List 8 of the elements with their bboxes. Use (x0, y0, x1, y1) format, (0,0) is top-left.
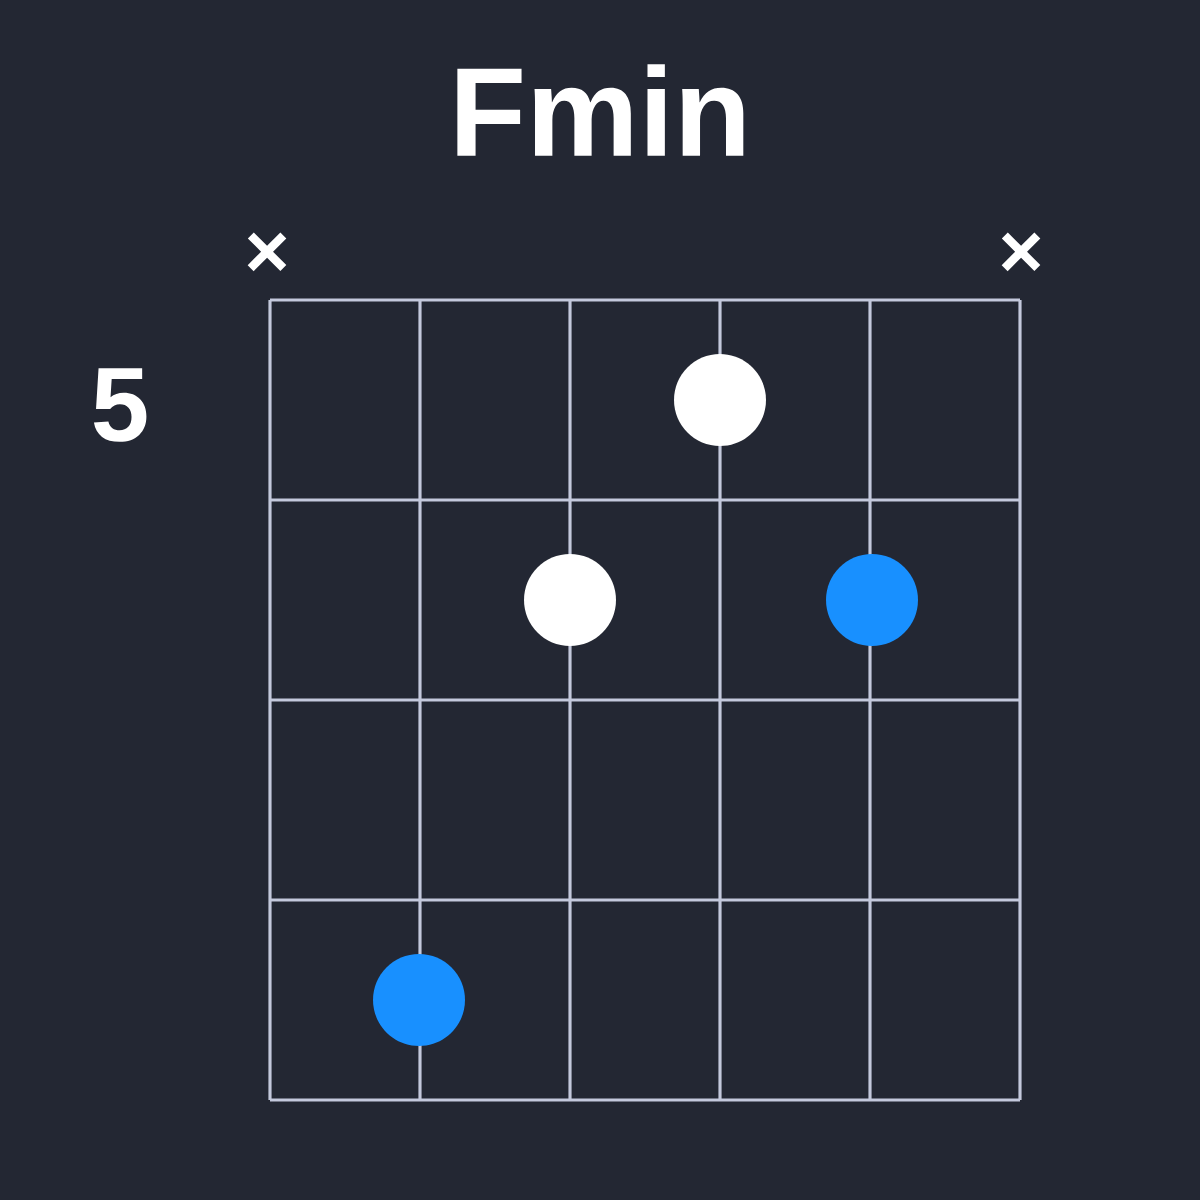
finger-dot (373, 954, 465, 1046)
chord-title: Fmin (457, 64, 744, 156)
fret-number: 5 (93, 368, 147, 442)
finger-dot (826, 554, 918, 646)
finger-dot (524, 554, 616, 646)
finger-dot (674, 354, 766, 446)
muted-string-mark: × (1001, 232, 1041, 272)
muted-string-mark: × (247, 232, 287, 272)
